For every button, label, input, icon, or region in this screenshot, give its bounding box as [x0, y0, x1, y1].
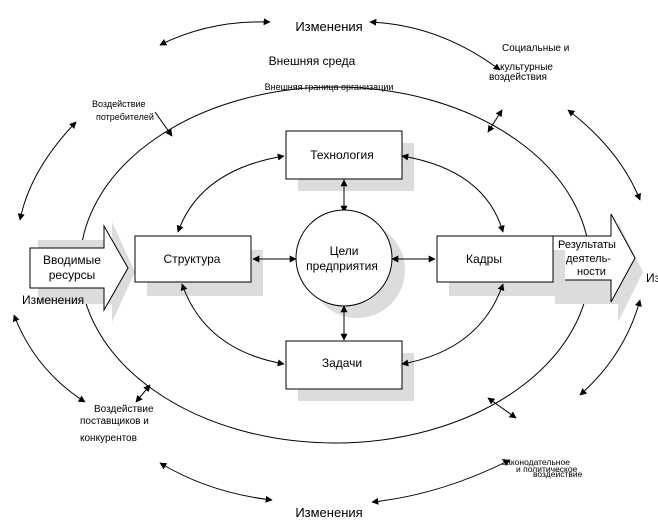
social-influence-line-3: воздействия [489, 72, 547, 83]
arc-top-right [369, 18, 501, 71]
results-label-line-2: деятель- [566, 253, 611, 265]
consumers-influence-line-2: потребителей [96, 112, 154, 122]
supplier-arrow [135, 384, 151, 403]
organization-boundary-label: Внешняя граница организации [265, 82, 394, 92]
inputs-label-line-1: Вводимые [43, 253, 101, 267]
technology-label: Технология [310, 148, 374, 162]
social-influence-line-1: Социальные и [502, 43, 569, 54]
legal-influence-line-1: Законодательное [501, 457, 570, 467]
goals-circle [295, 209, 393, 307]
right-change-label: Из [646, 271, 658, 285]
arc-upper-right [567, 109, 641, 201]
bottom-change-label: Изменения [295, 505, 362, 520]
goals-label-line-1: Цели [330, 244, 359, 258]
arc-lower-left [12, 314, 86, 403]
arc-bottom-left [159, 462, 273, 503]
external-environment-label: Внешняя среда [269, 54, 356, 68]
arc-upper-left [17, 121, 77, 221]
consumer-arrow [154, 111, 173, 137]
personnel-to-tasks [401, 283, 505, 367]
suppliers-influence-line-1: Воздействие [94, 404, 154, 415]
tech-to-structure [176, 153, 285, 233]
structure-label: Структура [164, 252, 221, 266]
social-arrow [487, 109, 503, 133]
legal-influence-line-2: и политическое [516, 464, 578, 474]
social-influence-line-2: культурные [500, 62, 553, 73]
results-label-line-3: ности [577, 266, 606, 278]
tasks-box [285, 340, 403, 390]
boundary-influence-arrows [135, 109, 517, 419]
goals-label-line-2: предприятия [306, 259, 378, 273]
inputs-arrow [29, 222, 135, 322]
arc-lower-right [579, 299, 642, 396]
results-arrow [546, 213, 643, 322]
suppliers-influence-line-3: конкурентов [80, 433, 137, 444]
tech-to-personnel [401, 153, 505, 233]
legal-influence-line-3: воздействие [533, 469, 583, 479]
top-change-label: Изменения [295, 19, 362, 34]
tasks-label: Задачи [322, 356, 362, 370]
internal-connectors [176, 153, 505, 367]
arc-top-left [159, 18, 271, 46]
structure-box [134, 235, 252, 283]
results-label-line-1: Результаты [558, 239, 616, 251]
personnel-box [436, 235, 554, 283]
consumers-influence-line-1: Воздействие [92, 99, 146, 109]
inputs-label-line-2: ресурсы [49, 268, 96, 282]
structure-to-tasks [180, 283, 285, 367]
left-change-label: Изменения [22, 293, 84, 307]
technology-box [285, 130, 403, 180]
personnel-label: Кадры [466, 252, 502, 266]
arc-bottom-right [371, 459, 511, 505]
legal-arrow [487, 397, 517, 419]
outer-change-arrows [12, 18, 642, 505]
suppliers-influence-line-2: поставщиков и [80, 416, 149, 427]
